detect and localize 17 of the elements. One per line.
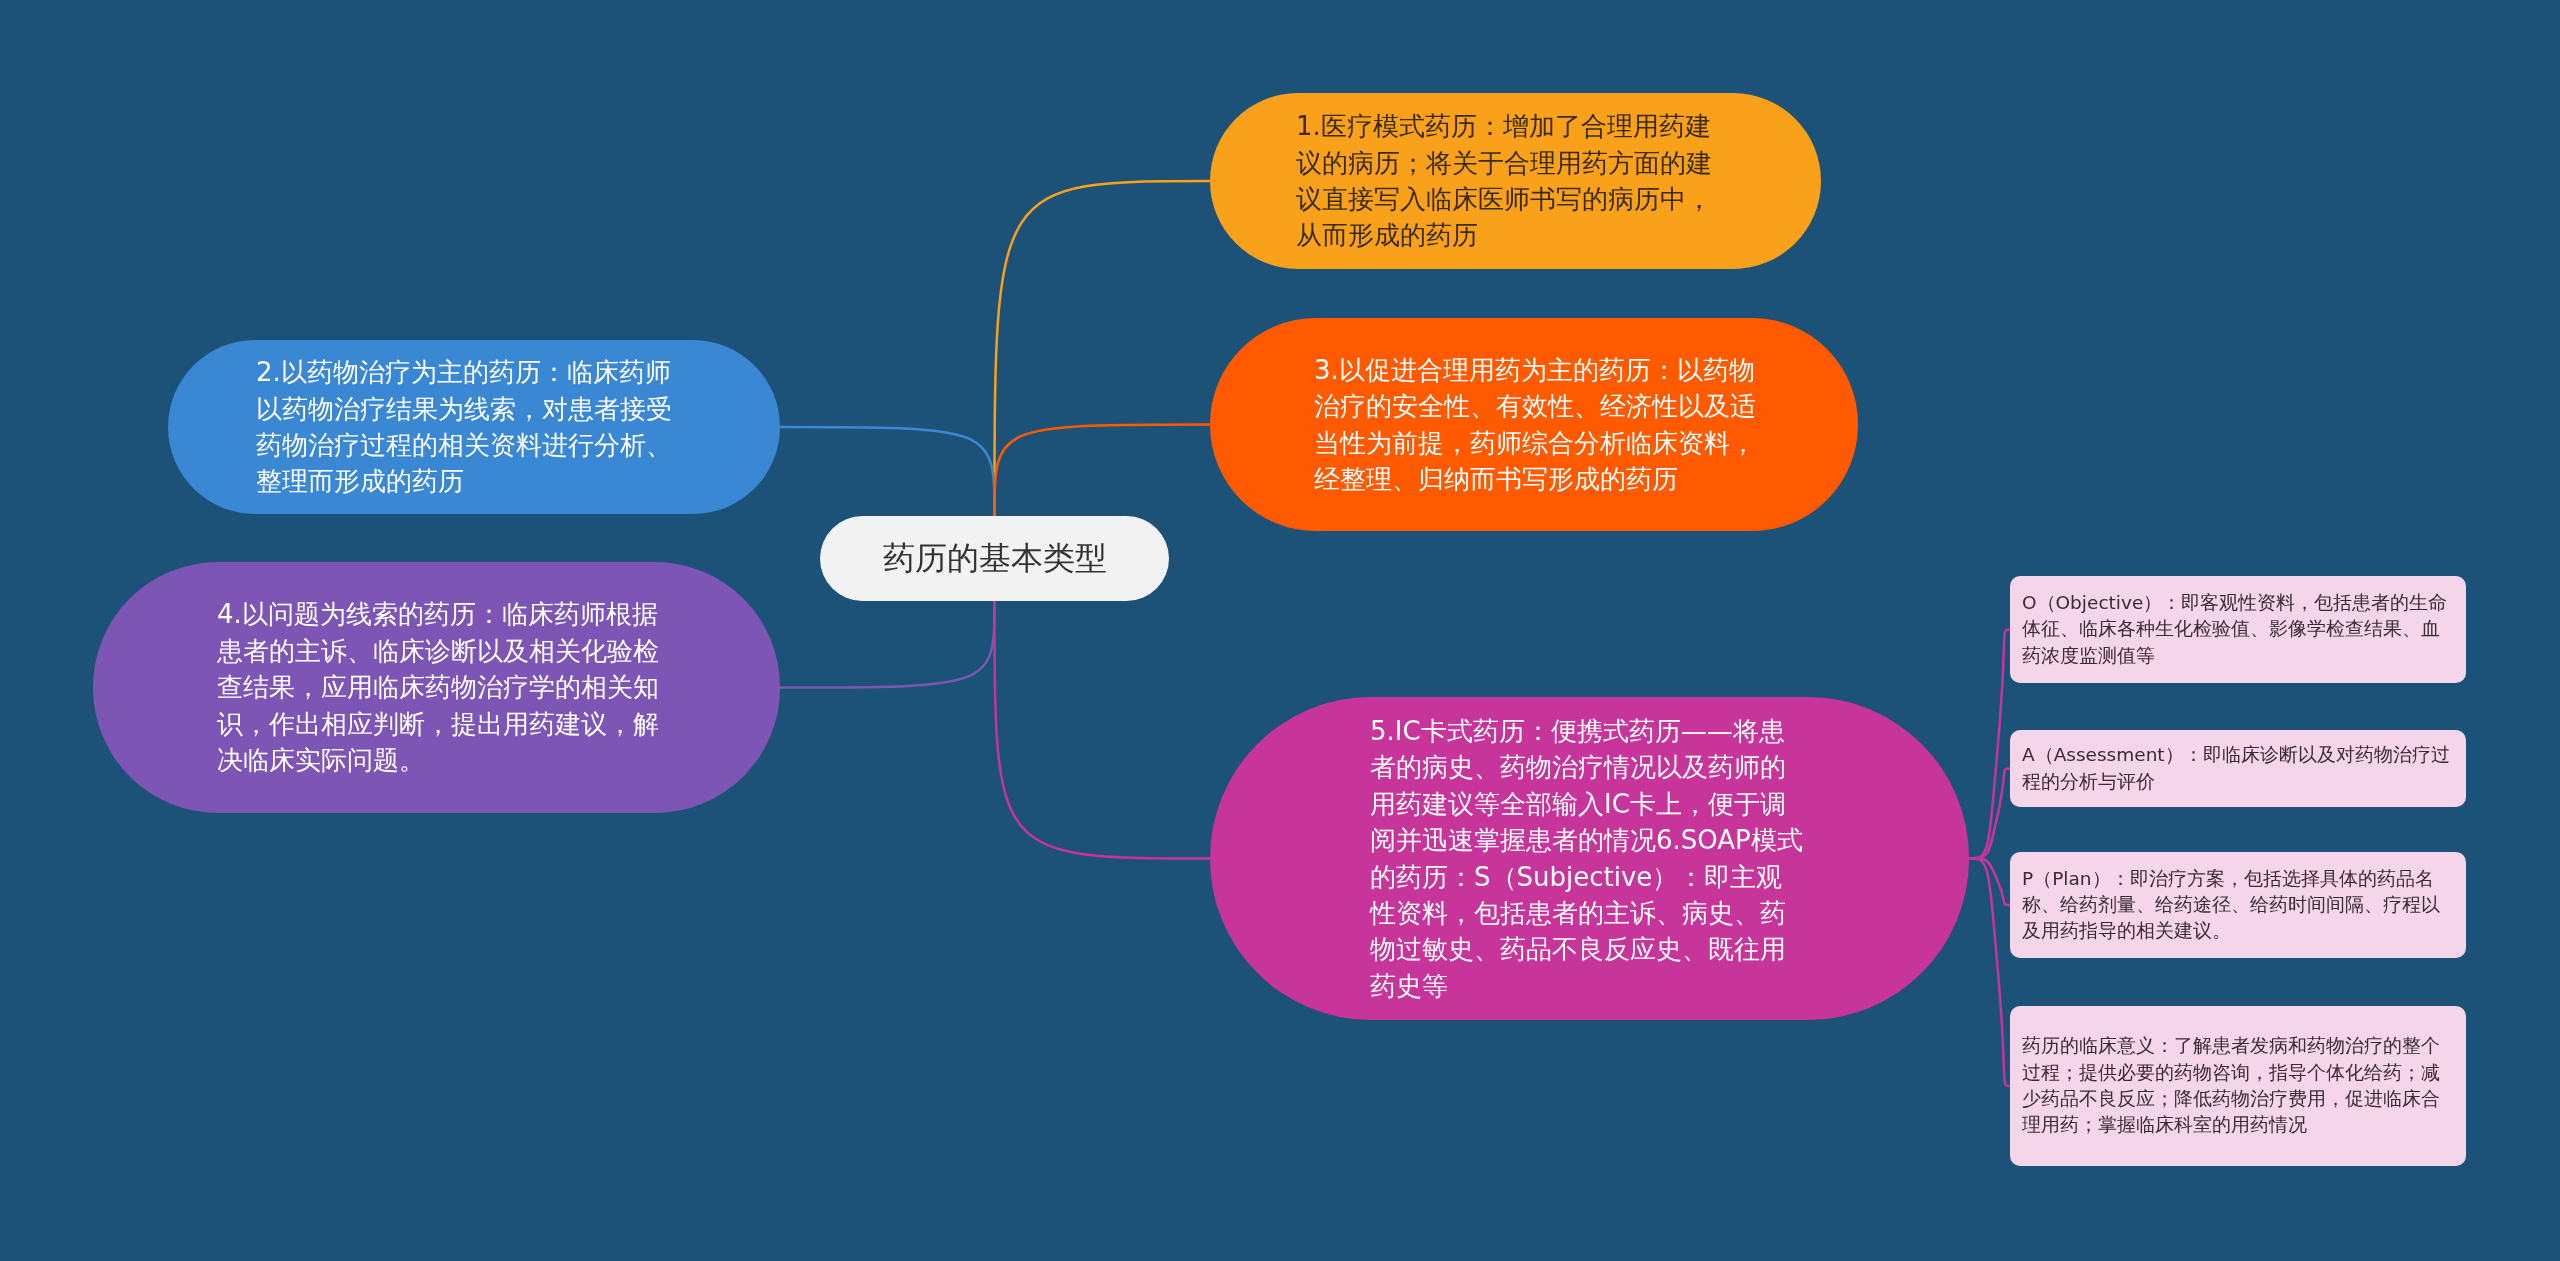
connector-line xyxy=(993,423,1210,516)
connector-line xyxy=(993,601,1210,860)
topic-text: 2.以药物治疗为主的药历：临床药师以药物治疗结果为线索，对患者接受药物治疗过程的相关资料进行分析、整理而形成的药历 xyxy=(256,356,673,499)
subtopic-card xyxy=(2010,730,2466,807)
topic-text: 药历的基本类型 xyxy=(882,538,1107,580)
topic-text: 3.以促进合理用药为主的药历：以药物治疗的安全性、有效性、经济性以及适当性为前提，药师综合分析临床资料，经整理、归纳而书写形成的药历 xyxy=(1314,353,1757,496)
topic-text: A（Assessment）：即临床诊断以及对药物治疗过程的分析与评价 xyxy=(2022,743,2451,794)
topic-text: 4.以问题为线索的药历：临床药师根据患者的主诉、临床诊断以及相关化验检查结果，应用临床药物治疗学的相关知识，作出相应判断，提出用药建议，解决临床实际问题。 xyxy=(217,598,660,778)
subtopic-card xyxy=(2010,1006,2466,1166)
connector-line xyxy=(1969,857,2011,1088)
topic-text: P（Plan）：即治疗方案，包括选择具体的药品名称、给药剂量、给药途径、给药时间间隔、疗程以及用药指导的相关建议。 xyxy=(2022,866,2441,944)
subtopic-card xyxy=(2010,852,2466,958)
topic-text: 药历的临床意义：了解患者发病和药物治疗的整个过程；提供必要的药物咨询，指导个体化给药；减少药品不良反应；降低药物治疗费用，促进临床合理用药；掌握临床科室的用药情况 xyxy=(2022,1034,2441,1138)
topic-text: 1.医疗模式药历：增加了合理用药建议的病历；将关于合理用药方面的建议直接写入临床医师书写的病历中，从而形成的药历 xyxy=(1296,110,1713,253)
subtopic-card xyxy=(2010,576,2466,683)
topic-text: O（Objective）：即客观性资料，包括患者的生命体征、临床各种生化检验值、影像学检查结果、血药浓度监测值等 xyxy=(2022,591,2449,668)
topic-text: 5.IC卡式药历：便携式药历——将患者的病史、药物治疗情况以及药师的用药建议等全部输入IC卡上，便于调阅并迅速掌握患者的情况6.SOAP模式的药历：S（Subjective）：即主观性资料，包括患者的主诉、病史、药物过敏史、药品不良反应史、既往用药史等 xyxy=(1370,714,1804,1003)
